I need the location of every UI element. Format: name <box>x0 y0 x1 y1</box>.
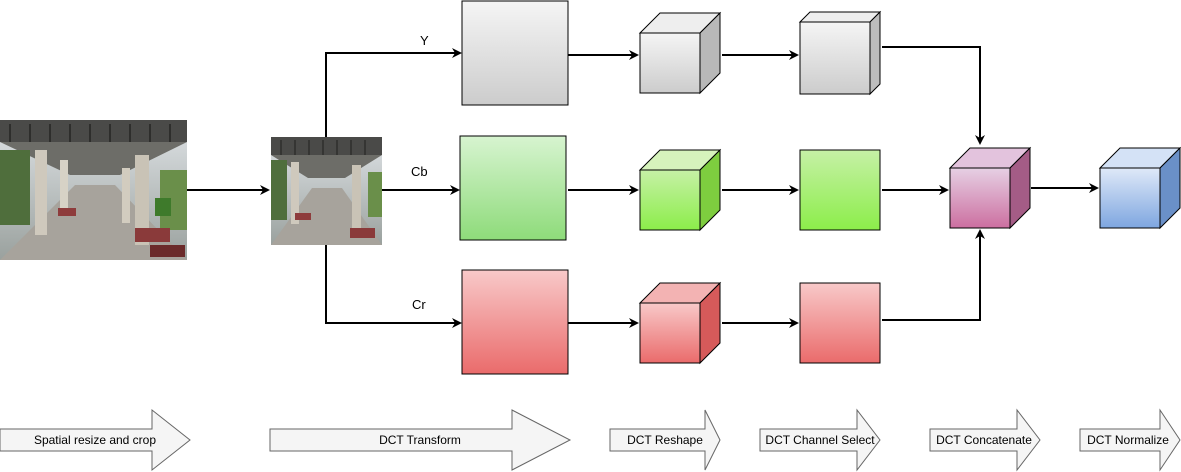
input-photo <box>0 120 187 260</box>
stage-label-reshape: DCT Reshape <box>627 433 703 447</box>
concat-cube <box>948 146 1032 230</box>
branch-label-cb: Cb <box>411 164 428 179</box>
select-square-cb <box>799 149 881 231</box>
stage-label-concatenate: DCT Concatenate <box>936 433 1032 447</box>
stage-arrow-reshape <box>609 409 721 471</box>
stage-arrow-resize <box>0 408 191 472</box>
select-square-cr <box>799 282 881 364</box>
stage-label-resize: Spatial resize and crop <box>34 433 156 447</box>
stage-arrow-channel-select <box>759 408 881 472</box>
stage-arrow-dct-transform <box>269 409 572 471</box>
normalize-cube <box>1098 146 1181 230</box>
select-cube-y <box>798 10 882 96</box>
dct-square-cr <box>461 269 569 375</box>
stage-arrow-concatenate <box>929 408 1041 472</box>
branch-label-y: Y <box>420 33 429 48</box>
reshape-cube-y <box>638 11 722 95</box>
reshape-cube-cb <box>638 148 722 232</box>
stage-label-normalize: DCT Normalize <box>1087 433 1169 447</box>
cropped-photo <box>271 137 382 245</box>
stage-label-dct-transform: DCT Transform <box>379 433 461 447</box>
connectors <box>187 46 1099 328</box>
dct-square-cb <box>459 135 567 241</box>
dct-square-y <box>461 0 569 106</box>
stage-arrow-normalize <box>1079 408 1181 472</box>
stage-label-channel-select: DCT Channel Select <box>765 433 875 447</box>
branch-label-cr: Cr <box>412 297 426 312</box>
reshape-cube-cr <box>638 281 722 365</box>
